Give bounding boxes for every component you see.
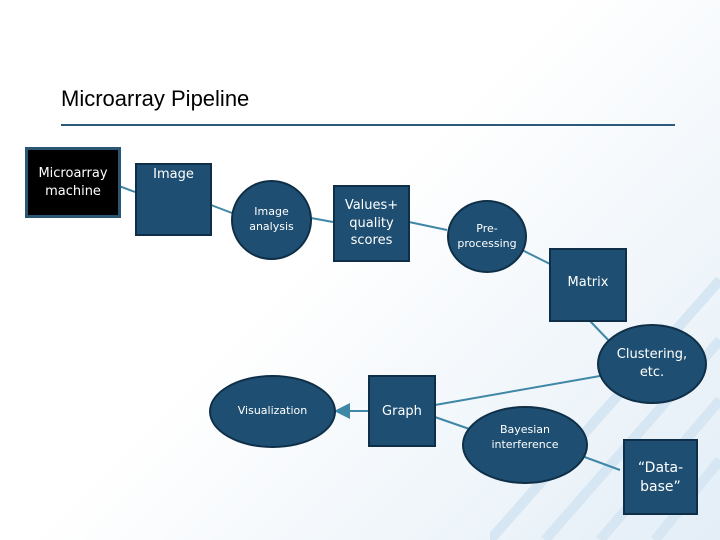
node-bayesian-interference: Bayesian interference [462, 406, 588, 484]
slide-title: Microarray Pipeline [61, 86, 250, 111]
node-image-analysis: Image analysis [231, 180, 312, 260]
node-bayesian-label: Bayesian interference [491, 423, 559, 451]
edge-values-preproc [408, 221, 448, 231]
edge-image-analysis [210, 204, 233, 214]
node-database: “Data-base” [623, 439, 698, 515]
node-graph-label: Graph [382, 404, 422, 420]
node-preprocessing: Pre-processing [447, 200, 527, 273]
node-values-label: Values+ quality scores [344, 198, 399, 249]
node-clustering: Clustering, etc. [597, 324, 707, 404]
edge-analysis-values [310, 217, 334, 223]
node-database-label: “Data-base” [637, 460, 684, 495]
node-graph: Graph [368, 375, 436, 447]
node-visualization: Visualization [209, 375, 336, 448]
node-matrix: Matrix [549, 248, 627, 322]
node-microarray-machine-label: Microarray machine [38, 165, 108, 199]
node-matrix-label: Matrix [567, 274, 609, 290]
node-image: Image [135, 163, 212, 236]
node-preprocessing-label: Pre-processing [457, 221, 517, 250]
node-image-analysis-label: Image analysis [249, 205, 294, 233]
node-clustering-label: Clustering, etc. [616, 347, 688, 380]
node-visualization-label: Visualization [237, 403, 308, 417]
node-values-quality-scores: Values+ quality scores [333, 185, 410, 262]
node-microarray-machine: Microarray machine [25, 147, 121, 218]
node-image-label: Image [153, 166, 194, 182]
edge-clustering-graph [434, 375, 601, 406]
title-underline [61, 124, 675, 126]
